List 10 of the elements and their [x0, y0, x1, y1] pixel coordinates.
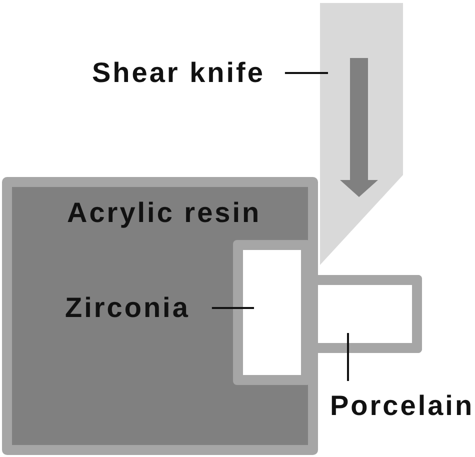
zirconia-specimen — [233, 240, 311, 385]
leader-line — [347, 333, 349, 381]
leader-line — [212, 307, 254, 309]
part-label: Porcelain — [330, 392, 474, 420]
part-label: Acrylic resin — [67, 199, 262, 227]
leader-line — [284, 72, 328, 74]
porcelain-layer — [318, 275, 422, 353]
resin-block — [2, 177, 318, 455]
part-label: Zirconia — [65, 294, 190, 322]
part-label: Shear knife — [92, 59, 265, 87]
